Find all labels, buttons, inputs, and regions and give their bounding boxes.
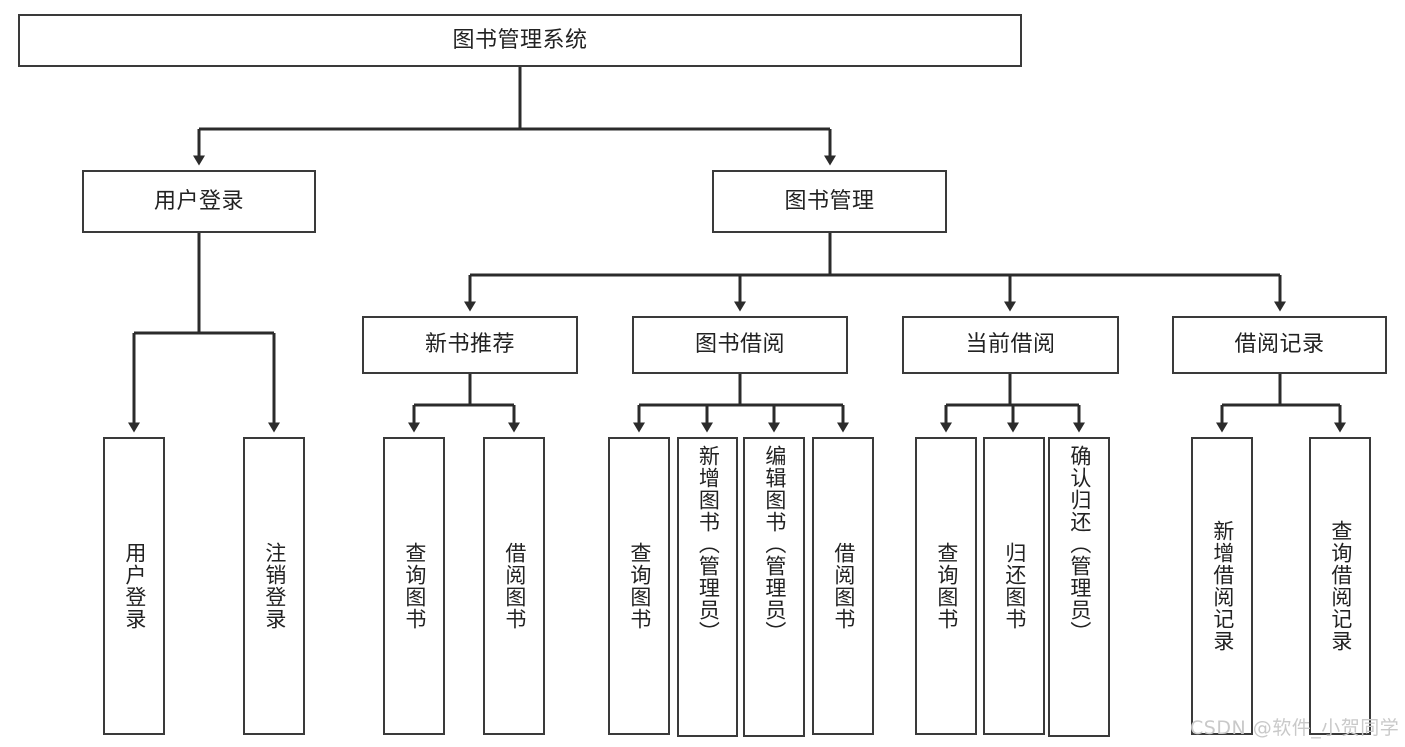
node-current-borrow[interactable]: 当前借阅 <box>902 316 1119 374</box>
node-root[interactable]: 图书管理系统 <box>18 14 1022 67</box>
node-leaf-add-book[interactable]: 新增图书（管理员） <box>677 437 738 737</box>
node-user-login[interactable]: 用户登录 <box>82 170 316 233</box>
node-leaf-user-login-label: 用户登录 <box>122 542 147 630</box>
node-leaf-query-book-3-label: 查询图书 <box>934 542 959 630</box>
node-book-manage[interactable]: 图书管理 <box>712 170 947 233</box>
node-new-book-rec-label: 新书推荐 <box>424 332 515 358</box>
node-leaf-query-book-2-label: 查询图书 <box>627 542 652 630</box>
node-new-book-rec[interactable]: 新书推荐 <box>362 316 578 374</box>
node-leaf-add-book-label: 新增图书（管理员） <box>696 445 721 643</box>
node-leaf-edit-book-label: 编辑图书（管理员） <box>762 445 787 643</box>
node-leaf-logout[interactable]: 注销登录 <box>243 437 305 735</box>
node-leaf-return-book-label: 归还图书 <box>1002 542 1027 630</box>
node-book-manage-label: 图书管理 <box>784 188 875 214</box>
node-borrow-record-label: 借阅记录 <box>1234 332 1325 358</box>
node-book-borrow[interactable]: 图书借阅 <box>632 316 848 374</box>
node-leaf-query-book-1-label: 查询图书 <box>402 542 427 630</box>
node-leaf-query-book-1[interactable]: 查询图书 <box>383 437 445 735</box>
csdn-watermark: CSDN @软件_小贺同学 <box>1190 717 1400 739</box>
node-leaf-query-book-3[interactable]: 查询图书 <box>915 437 977 735</box>
node-leaf-edit-book[interactable]: 编辑图书（管理员） <box>743 437 805 737</box>
node-root-label: 图书管理系统 <box>452 27 588 53</box>
node-leaf-logout-label: 注销登录 <box>262 542 287 630</box>
node-leaf-borrow-book-2[interactable]: 借阅图书 <box>812 437 874 735</box>
node-borrow-record[interactable]: 借阅记录 <box>1172 316 1387 374</box>
node-leaf-borrow-book-2-label: 借阅图书 <box>831 542 856 630</box>
node-book-borrow-label: 图书借阅 <box>694 332 785 358</box>
node-leaf-confirm-return-label: 确认归还（管理员） <box>1067 445 1092 643</box>
node-leaf-return-book[interactable]: 归还图书 <box>983 437 1045 735</box>
node-leaf-query-book-2[interactable]: 查询图书 <box>608 437 670 735</box>
node-leaf-confirm-return[interactable]: 确认归还（管理员） <box>1048 437 1110 737</box>
node-leaf-add-record-label: 新增借阅记录 <box>1210 520 1235 652</box>
node-leaf-borrow-book-1[interactable]: 借阅图书 <box>483 437 545 735</box>
node-leaf-add-record[interactable]: 新增借阅记录 <box>1191 437 1253 735</box>
node-leaf-borrow-book-1-label: 借阅图书 <box>502 542 527 630</box>
node-leaf-user-login[interactable]: 用户登录 <box>103 437 165 735</box>
node-leaf-query-record[interactable]: 查询借阅记录 <box>1309 437 1371 735</box>
node-user-login-label: 用户登录 <box>153 188 244 214</box>
node-current-borrow-label: 当前借阅 <box>965 332 1056 358</box>
node-leaf-query-record-label: 查询借阅记录 <box>1328 520 1353 652</box>
